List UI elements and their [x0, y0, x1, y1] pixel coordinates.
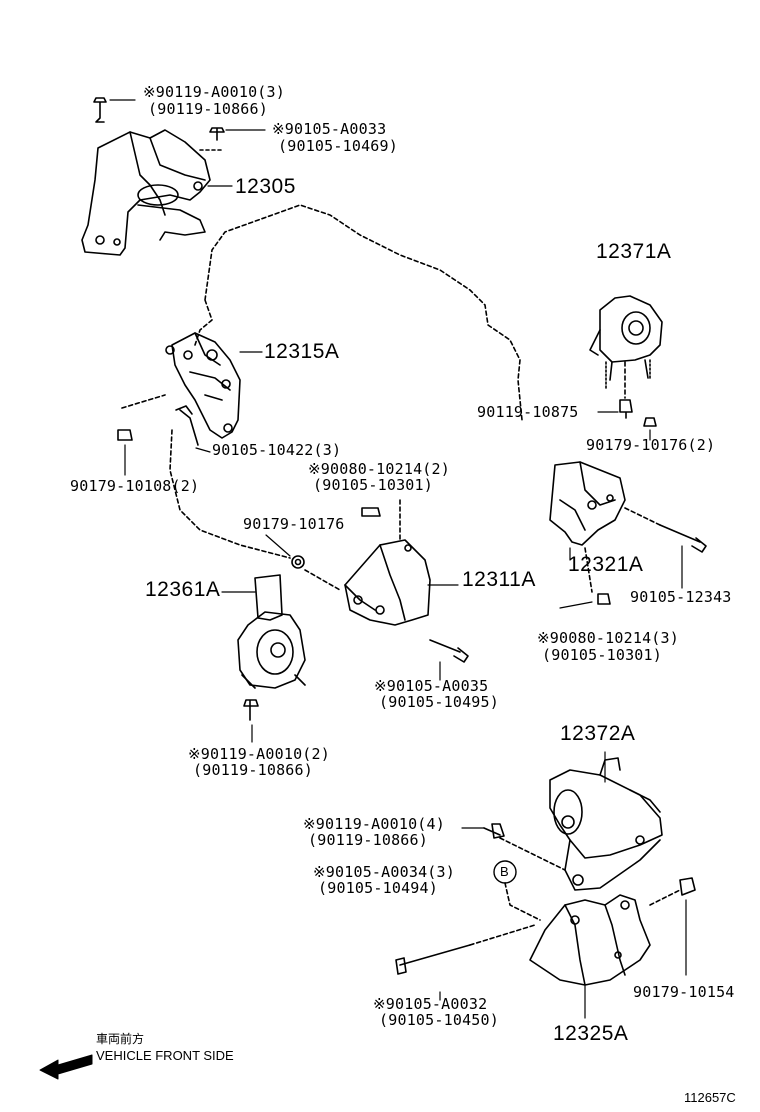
- vehicle-front-jp: 車両前方: [96, 1032, 145, 1046]
- label-p13-a: ※90119-A0010(4): [303, 815, 445, 833]
- mount-12361A: [221, 574, 306, 743]
- label-p7-b: (90105-10301): [313, 476, 433, 494]
- label-p1-a: ※90119-A0010(3): [143, 83, 285, 101]
- figure-id: 112657C: [684, 1090, 736, 1105]
- label-p14-a: ※90105-A0034(3): [313, 863, 455, 881]
- label-part-12372A: 12372A: [560, 722, 636, 745]
- label-p9: 90105-12343: [630, 588, 732, 606]
- label-p16-a: ※90105-A0032: [373, 995, 488, 1013]
- label-p6: 90179-10108(2): [70, 477, 200, 495]
- bracket-12325A: [395, 860, 696, 1019]
- label-p13-b: (90119-10866): [308, 831, 428, 849]
- vehicle-front-en: VEHICLE FRONT SIDE: [96, 1048, 234, 1063]
- engine-outline-lower: [169, 429, 291, 559]
- label-p16-b: (90105-10450): [379, 1011, 499, 1029]
- label-part-12311A: 12311A: [462, 568, 536, 591]
- label-part-12305: 12305: [235, 175, 296, 198]
- bracket-12311A: [265, 499, 469, 681]
- engine-outline: [194, 204, 523, 421]
- label-p11-a: ※90105-A0035: [374, 677, 489, 695]
- label-part-12315A: 12315A: [264, 340, 340, 363]
- label-part-12321A: 12321A: [568, 553, 644, 576]
- mount-12305: [81, 97, 266, 256]
- label-p3: 90119-10875: [477, 403, 579, 421]
- label-p12-b: (90119-10866): [193, 761, 313, 779]
- label-p2-a: ※90105-A0033: [272, 120, 387, 138]
- label-p4: 90179-10176(2): [586, 436, 716, 454]
- mount-12371A: [589, 295, 663, 441]
- front-arrow: [39, 1054, 93, 1080]
- label-p12-a: ※90119-A0010(2): [188, 745, 330, 763]
- label-p2-b: (90105-10469): [278, 137, 398, 155]
- label-p10-a: ※90080-10214(3): [537, 629, 679, 647]
- bracket-12321A: [549, 461, 707, 609]
- label-p11-b: (90105-10495): [379, 693, 499, 711]
- label-circle-b: B: [500, 864, 509, 879]
- label-p5: 90105-10422(3): [212, 441, 342, 459]
- mount-12372A: [461, 751, 663, 891]
- label-p8: 90179-10176: [243, 515, 345, 533]
- bracket-12315A: [117, 332, 263, 476]
- label-p15: 90179-10154: [633, 983, 735, 1001]
- label-p14-b: (90105-10494): [318, 879, 438, 897]
- label-part-12371A: 12371A: [596, 240, 672, 263]
- label-p10-b: (90105-10301): [542, 646, 662, 664]
- label-p7-a: ※90080-10214(2): [308, 460, 450, 478]
- label-part-12325A: 12325A: [553, 1022, 629, 1045]
- label-part-12361A: 12361A: [145, 578, 221, 601]
- label-p1-b: (90119-10866): [148, 100, 268, 118]
